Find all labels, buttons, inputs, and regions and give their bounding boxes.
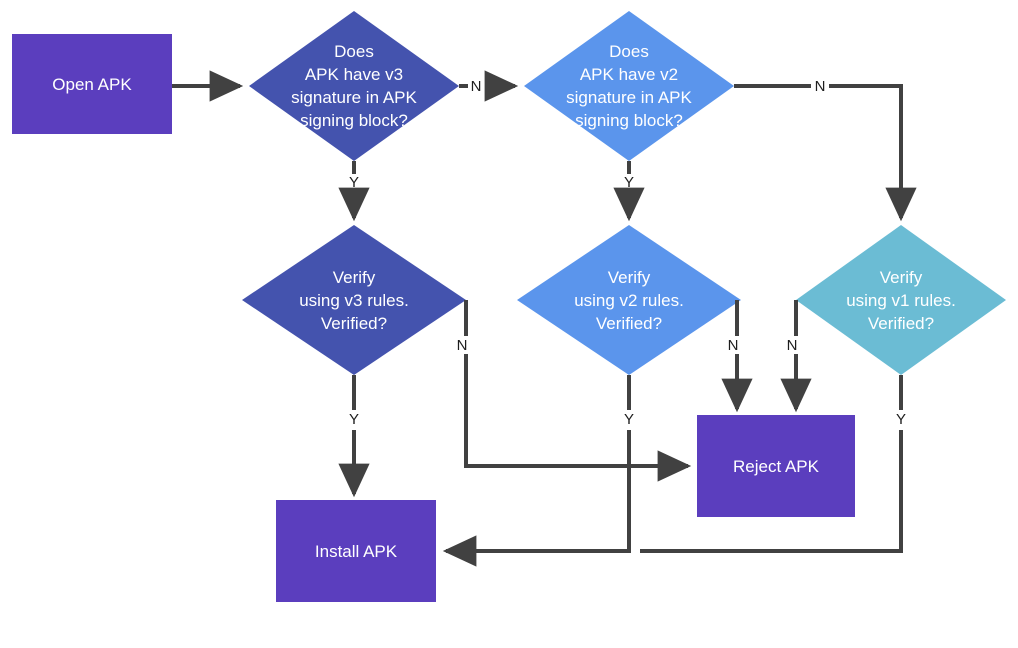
node-open-apk[interactable] bbox=[12, 34, 172, 134]
node-install-apk[interactable] bbox=[276, 500, 436, 602]
edge-hasv2-n-segment-b bbox=[829, 84, 917, 222]
node-verify-v2-rules[interactable] bbox=[517, 225, 741, 375]
node-verify-v3-rules[interactable] bbox=[242, 225, 466, 375]
node-reject-apk[interactable] bbox=[697, 415, 855, 517]
edge-verifyv3-n-segment-b bbox=[464, 354, 692, 482]
node-verify-v1-rules[interactable] bbox=[796, 225, 1006, 375]
edge-verifyv1-y-segment-b bbox=[640, 430, 903, 553]
edge-verifyv2-y-segment-b bbox=[442, 430, 631, 567]
node-has-v3-signature[interactable] bbox=[249, 11, 459, 161]
node-has-v2-signature[interactable] bbox=[524, 11, 734, 161]
